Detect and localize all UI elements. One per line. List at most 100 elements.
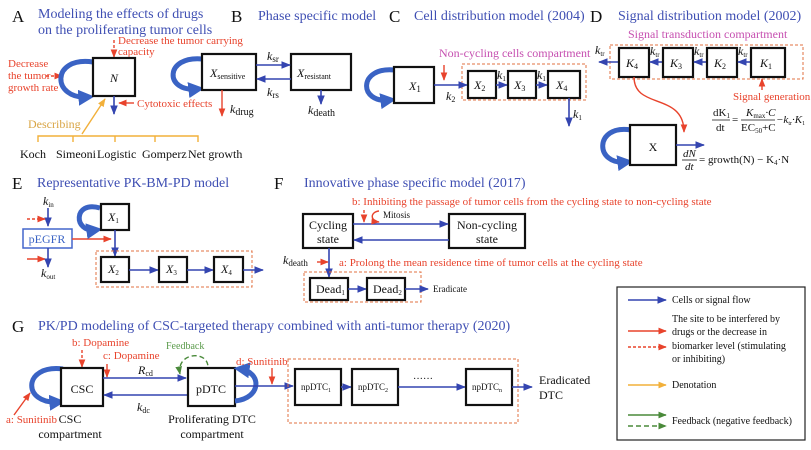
describing-arrow — [81, 98, 106, 135]
node-npdtc2-label: npDTC2 — [358, 382, 388, 394]
node-x-label: X — [649, 140, 658, 154]
panel-c-title: Cell distribution model (2004) — [414, 9, 585, 24]
node-npdtcn-label: npDTCn — [472, 382, 502, 394]
model-net-growth: Net growth — [188, 147, 242, 161]
node-x2-label: X2 — [473, 78, 485, 93]
node-k1-label: K1 — [759, 56, 772, 71]
rcd-label: Rcd — [137, 363, 153, 378]
node-x1 — [392, 65, 436, 105]
model-logistic: Logistic — [97, 147, 136, 161]
a-sunitinib-label: a: Sunitinib — [6, 414, 58, 426]
growth-rate-label-line1: Decrease — [8, 58, 48, 70]
node-x4-label: X4 — [555, 78, 567, 93]
self-renewal-loop-icon — [600, 126, 634, 172]
panel-letter-e: E — [12, 174, 22, 193]
node-x1-label: X1 — [107, 210, 119, 225]
panel-f-title: Innovative phase specific model (2017) — [304, 176, 526, 191]
mitosis-arrow — [371, 210, 380, 225]
non-proliferating-compartment — [287, 358, 519, 424]
ellipsis: ······ — [413, 374, 433, 385]
panel-b: B Phase specific model Xsensitive Xresis… — [170, 7, 376, 119]
mitosis-label: Mitosis — [383, 210, 411, 220]
panel-letter-d: D — [590, 7, 602, 26]
kin-label: kin — [43, 194, 54, 209]
k1-label: k1 — [537, 68, 546, 83]
kdeath-label: kdeath — [283, 253, 308, 268]
legend-item-drug-line4: or inhibiting) — [672, 354, 725, 365]
cycling-state-line2: state — [317, 232, 339, 246]
b-dopamine-label: b: Dopamine — [72, 337, 129, 349]
panel-f: F Innovative phase specific model (2017)… — [274, 174, 712, 303]
eq1-rhs-den: EC50+C — [741, 122, 776, 135]
legend-item-drug-line3: biomarker level (stimulating — [672, 341, 786, 352]
eq2-rhs: = growth(N) − K4·N — [699, 154, 789, 167]
self-renewal-loop-icon — [76, 204, 103, 240]
node-x-resistant-label: Xresistant — [296, 66, 332, 81]
eradicated-dtc-line2: DTC — [539, 388, 563, 402]
panel-e: E Representative PK-BM-PD model kin pEGF… — [12, 174, 264, 288]
legend-item-feedback: Feedback (negative feedback) — [672, 416, 792, 427]
panel-letter-b: B — [231, 7, 242, 26]
panel-d-title: Signal distribution model (2002) — [618, 9, 801, 24]
node-x2-label: X2 — [107, 262, 119, 277]
node-npdtcn — [464, 367, 514, 407]
growth-rate-label-line2: the tumor — [8, 70, 51, 82]
panel-letter-c: C — [389, 7, 400, 26]
eradicate-label: Eradicate — [433, 284, 467, 294]
eq2-lhs-num: dN — [683, 148, 697, 160]
carrying-capacity-label-line1: Decrease the tumor carrying — [118, 35, 243, 47]
node-x-sensitive — [200, 52, 258, 92]
node-non-cycling-state — [447, 212, 527, 250]
node-x2 — [466, 69, 498, 100]
d-sunitinib-label: d: Sunitinib — [236, 356, 288, 368]
panel-e-title: Representative PK-BM-PD model — [37, 176, 229, 191]
node-k3 — [661, 46, 695, 79]
non-cycling-state-line2: state — [476, 232, 498, 246]
node-k3-label: K3 — [669, 56, 682, 71]
equation-dk1-dt: dK1 dt = Kmax·C EC50+C −ktr·K1 — [712, 107, 805, 135]
eq1-lhs-num: dK1 — [713, 107, 730, 120]
note-b-label: b: Inhibiting the passage of tumor cells… — [352, 196, 712, 208]
node-pegfr-label: pEGFR — [29, 232, 66, 246]
node-cycling-state — [301, 212, 355, 250]
compartment — [95, 250, 253, 288]
node-csc-label: CSC — [71, 382, 94, 396]
node-n — [91, 56, 137, 98]
self-renewal-loop-icon — [170, 56, 205, 99]
growth-rate-label-line3: growth rate — [8, 82, 59, 94]
krs-label: krs — [267, 85, 279, 100]
self-renewal-loop-icon — [29, 366, 66, 411]
kdrug-label: kdrug — [230, 102, 254, 118]
describing-label: Describing — [28, 117, 81, 131]
panel-g: G PK/PD modeling of CSC-targeted therapy… — [6, 317, 590, 441]
node-x-sensitive-label: Xsensitive — [209, 66, 246, 81]
node-k4-label: K4 — [625, 56, 638, 71]
non-cycling-state-line1: Non-cycling — [457, 218, 517, 232]
legend: Cells or signal flow The site to be inte… — [616, 286, 806, 441]
non-cycling-compartment-label: Non-cycling cells compartment — [439, 46, 591, 60]
legend-item-denotation: Denotation — [672, 380, 716, 391]
node-npdtc1-label: npDTC1 — [301, 382, 331, 394]
describing-bracket — [37, 135, 199, 142]
self-renewal-loop-icon — [364, 67, 397, 110]
feedback-label: Feedback — [166, 341, 204, 352]
cytotoxic-label: Cytotoxic effects — [137, 98, 212, 110]
node-x4 — [546, 69, 582, 100]
node-n-label: N — [109, 71, 119, 85]
panel-d: D Signal distribution model (2002) Signa… — [590, 7, 811, 173]
eq1-equals: = — [732, 114, 738, 126]
node-x3-label: X3 — [513, 78, 525, 93]
legend-item-drug-line2: drugs or the decrease in — [672, 327, 767, 338]
node-x3 — [506, 69, 538, 100]
ksr-label: ksr — [267, 49, 279, 64]
eq2-lhs-den: dt — [685, 161, 695, 173]
node-x1-label: X1 — [408, 79, 421, 94]
model-koch: Koch — [20, 147, 46, 161]
ktr-label: ktr — [738, 44, 748, 59]
node-csc — [59, 366, 105, 408]
panel-a: A Modeling the effects of drugs on the p… — [8, 7, 243, 161]
panel-letter-f: F — [274, 174, 283, 193]
note-a-label: a: Prolong the mean residence time of tu… — [339, 257, 643, 269]
panel-letter-g: G — [12, 317, 24, 336]
